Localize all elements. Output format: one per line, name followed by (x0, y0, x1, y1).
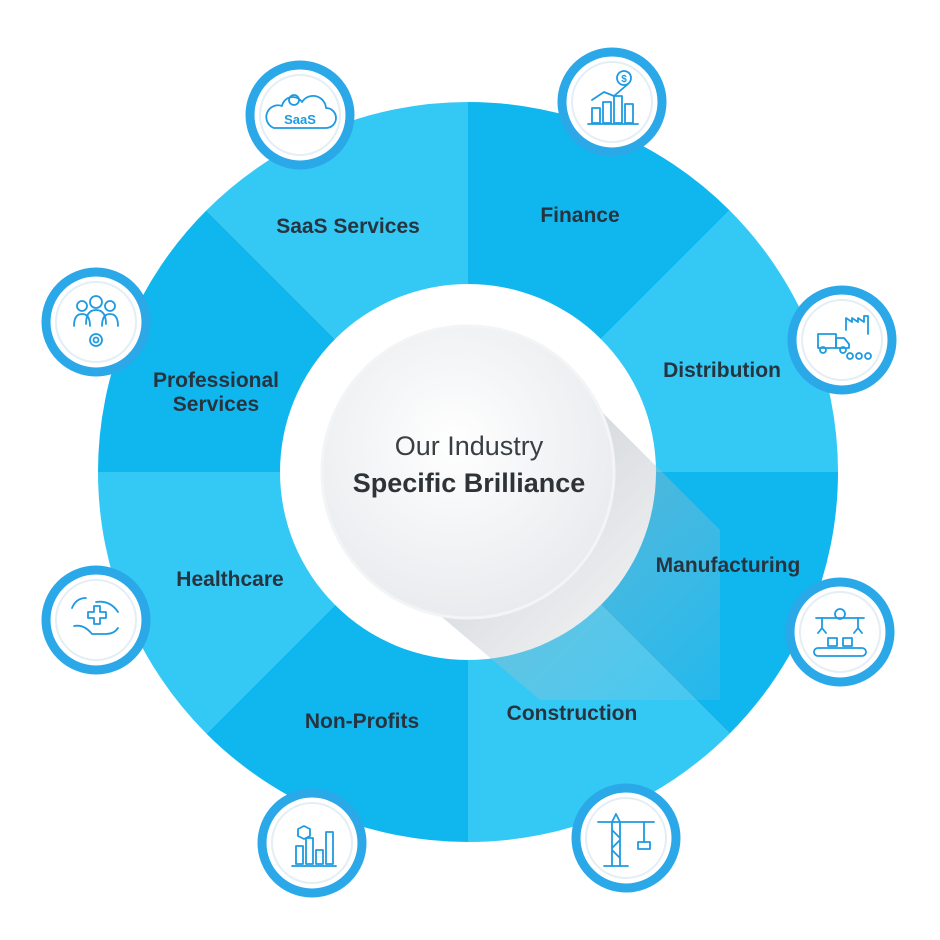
center-title-line2: Specific Brilliance (353, 468, 586, 498)
center-disc: Our Industry Specific Brilliance (280, 284, 720, 700)
badge-finance: $ (557, 47, 667, 157)
hands-medical-cross-icon (71, 597, 119, 635)
bar-chart-dollar-icon: $ (587, 70, 639, 125)
badge-non-profits (257, 788, 367, 898)
segment-label-non-profits: Non-Profits (305, 710, 419, 733)
badge-healthcare (41, 565, 151, 675)
segment-labels: Finance Distribution Manufacturing Const… (153, 204, 800, 733)
tower-crane-icon (597, 813, 655, 867)
team-gear-icon (73, 295, 119, 347)
saas-icon-text: SaaS (284, 112, 316, 127)
badge-professional-services (41, 267, 151, 377)
center-title-line1: Our Industry (395, 431, 544, 461)
segment-label-healthcare: Healthcare (176, 568, 283, 591)
segment-label-finance: Finance (540, 204, 619, 227)
segment-label-manufacturing: Manufacturing (656, 554, 801, 577)
segment-label-saas-services: SaaS Services (276, 215, 420, 238)
segment-label-services: Services (173, 393, 259, 416)
badge-construction (571, 783, 681, 893)
truck-factory-icon (817, 315, 872, 360)
badge-saas-services: SaaS (245, 60, 355, 170)
hexagon-chart-icon (291, 825, 337, 867)
dollar-icon-text: $ (621, 74, 627, 85)
center-plate (320, 324, 616, 620)
badge-manufacturing (785, 577, 895, 687)
robot-arm-conveyor-icon (813, 608, 867, 657)
badge-distribution (787, 285, 897, 395)
saas-cloud-icon: SaaS (265, 94, 337, 129)
segment-label-professional: Professional (153, 369, 279, 392)
segment-label-construction: Construction (507, 702, 638, 725)
segment-label-distribution: Distribution (663, 359, 781, 382)
